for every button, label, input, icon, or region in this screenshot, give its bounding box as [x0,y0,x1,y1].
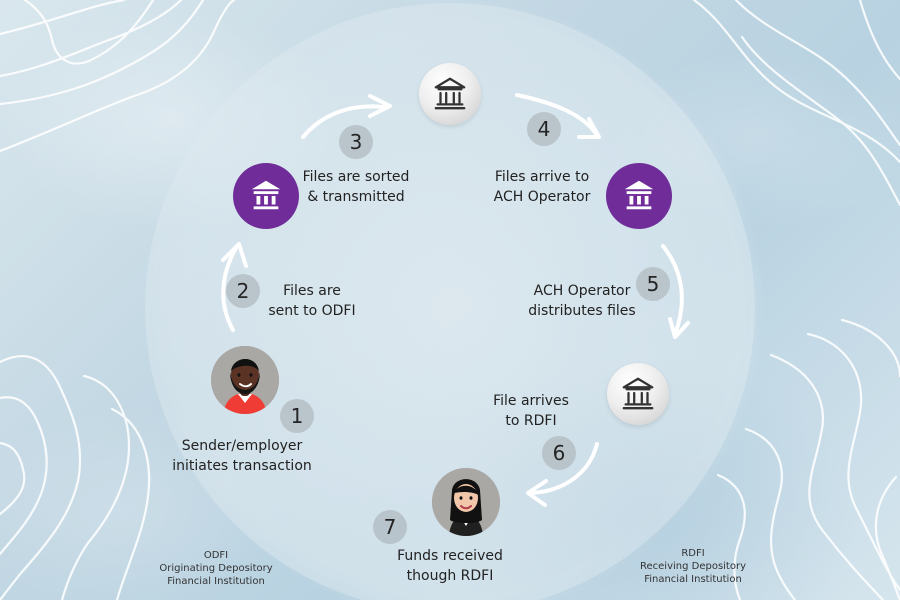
step-2-label: Files are sent to ODFI [262,281,362,321]
step-7-label: Funds received though RDFI [390,546,510,586]
step-number-5: 5 [636,267,670,301]
rdfi-line-1: Receiving Depository [639,561,746,572]
odfi-bank-icon [233,163,299,229]
ach-operator-bank-icon [606,163,672,229]
step-number-7: 7 [373,510,407,544]
step-number-1: 1 [280,399,314,433]
step-2-label-line-1: Files are [283,283,341,299]
step-4-label-line-2: ACH Operator [493,189,591,205]
step-3-label-line-2: & transmitted [307,189,405,205]
sender-avatar [211,346,279,414]
odfi-line-2: Financial Institution [167,576,265,587]
step-6-label-line-2: to RDFI [505,413,557,429]
step-5-label-line-2: distributes files [528,303,636,319]
step-4-label-line-1: Files arrive to [494,169,590,185]
receiver-avatar [432,468,500,536]
step-number-6: 6 [542,436,576,470]
bank-icon [622,377,654,410]
step-6-label: File arrives to RDFI [487,391,575,431]
bank-icon [624,180,654,210]
step-7-label-line-1: Funds received [397,548,503,564]
step-4-label: Files arrive to ACH Operator [483,167,601,207]
bank-icon [434,77,466,110]
step-2-label-line-2: sent to ODFI [268,303,356,319]
step-3-label: Files are sorted & transmitted [300,167,412,207]
step-3-label-line-1: Files are sorted [302,169,410,185]
flow-arrows [221,93,690,507]
step-number-4: 4 [527,112,561,146]
step-1-label-line-2: initiates transaction [172,458,312,474]
odfi-title: ODFI [203,550,229,561]
step-5-label: ACH Operator distributes files [522,281,642,321]
step-number-2: 2 [226,274,260,308]
rdfi-title: RDFI [681,548,705,559]
rdfi-bank-icon [607,363,669,425]
step-6-label-line-1: File arrives [493,393,569,409]
woman-avatar-icon [432,468,500,536]
step-5-label-line-1: ACH Operator [533,283,631,299]
rdfi-definition: RDFI Receiving Depository Financial Inst… [630,547,756,586]
top-bank-icon [419,63,481,125]
bank-icon [251,180,281,210]
step-7-label-line-2: though RDFI [406,568,494,584]
odfi-definition: ODFI Originating Depository Financial In… [153,549,279,588]
step-1-label-line-1: Sender/employer [181,438,303,454]
odfi-line-1: Originating Depository [159,563,273,574]
step-1-label: Sender/employer initiates transaction [171,436,313,476]
step-number-3: 3 [339,125,373,159]
rdfi-line-2: Financial Institution [644,574,742,585]
man-avatar-icon [211,346,279,414]
